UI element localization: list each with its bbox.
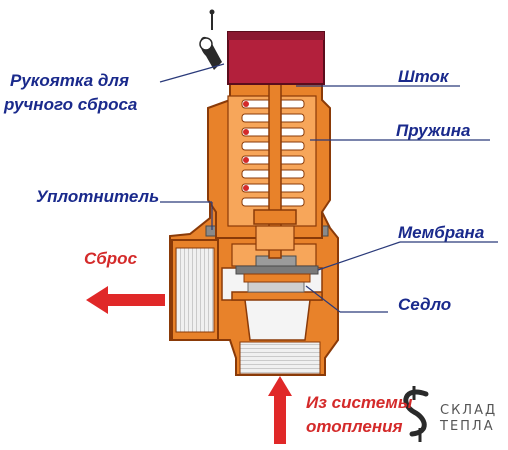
handle-label-line1: Рукоятка для xyxy=(10,71,130,90)
arrow-up-icon xyxy=(268,376,292,444)
lever-handle-icon xyxy=(199,9,222,70)
inlet-label-line1: Из системы xyxy=(306,393,413,412)
seal-label: Уплотнитель xyxy=(36,187,160,206)
spring-label: Пружина xyxy=(396,121,471,140)
leader-lines xyxy=(159,63,498,313)
watermark-line2: ТЕПЛА xyxy=(440,419,495,434)
discharge-label: Сброс xyxy=(84,249,138,268)
cap xyxy=(227,31,325,85)
watermark-line1: СКЛАД xyxy=(440,403,498,418)
stem xyxy=(253,43,297,259)
discharge-outlet xyxy=(171,239,219,341)
handle-label-line2: ручного сброса xyxy=(4,95,138,114)
membrane-label: Мембрана xyxy=(398,223,485,242)
s-logo-icon xyxy=(403,386,429,442)
seat-label: Седло xyxy=(398,295,452,314)
inlet-thread xyxy=(239,341,321,375)
inlet-label-line2: отопления xyxy=(306,417,403,436)
arrow-left-icon xyxy=(86,286,165,314)
stem-label: Шток xyxy=(398,67,449,86)
